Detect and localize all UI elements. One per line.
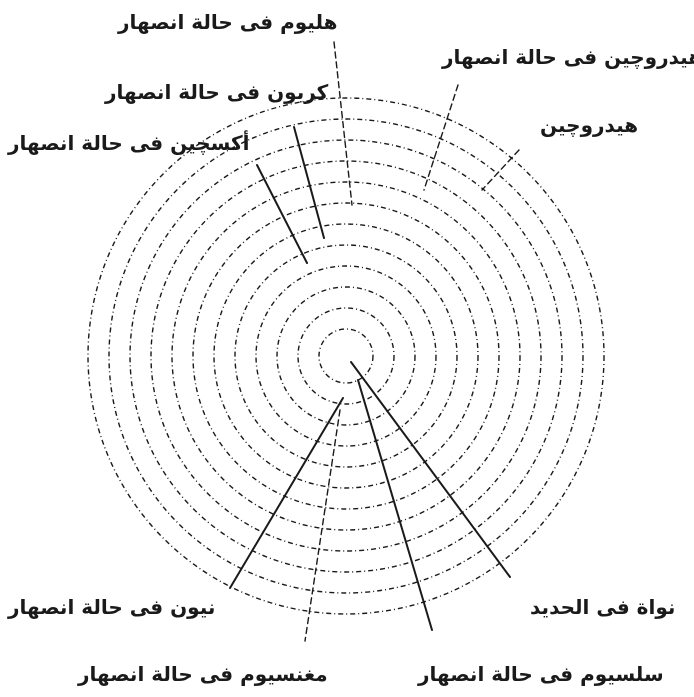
shell-ring [235,245,457,467]
shell-ring [88,98,604,614]
core-shell [319,329,373,383]
shell-ring [130,140,562,572]
shell-ring [172,182,520,530]
label-helium: هليوم فى حالة انصهار [118,10,337,34]
leader-hydrogen-burning [424,85,458,190]
label-carbon: كربون فى حالة انصهار [105,80,328,104]
label-hydrogen-burning: هيدروچين فى حالة انصهار [442,45,694,69]
label-silicon: سلسيوم فى حالة انصهار [418,662,664,686]
leader-hydrogen [482,150,519,190]
label-neon: نيون فى حالة انصهار [8,595,215,619]
shell-ring [256,266,436,446]
shell-ring [298,308,394,404]
shell-ring [214,224,478,488]
leader-neon [230,398,343,588]
leader-oxygen [257,165,307,263]
leader-helium [334,42,352,205]
shell-ring [109,119,583,593]
label-iron-core: نواة فى الحديد [530,595,675,619]
concentric-shells [88,98,604,614]
label-hydrogen: هيدروچين [540,113,638,137]
leader-iron-core [351,362,510,577]
shell-ring [193,203,499,509]
leader-magnesium [305,410,340,641]
shell-ring [151,161,541,551]
label-oxygen: أكسچين فى حالة انصهار [8,131,250,155]
leader-lines [230,42,519,641]
label-magnesium: مغنسيوم فى حالة انصهار [78,662,328,686]
